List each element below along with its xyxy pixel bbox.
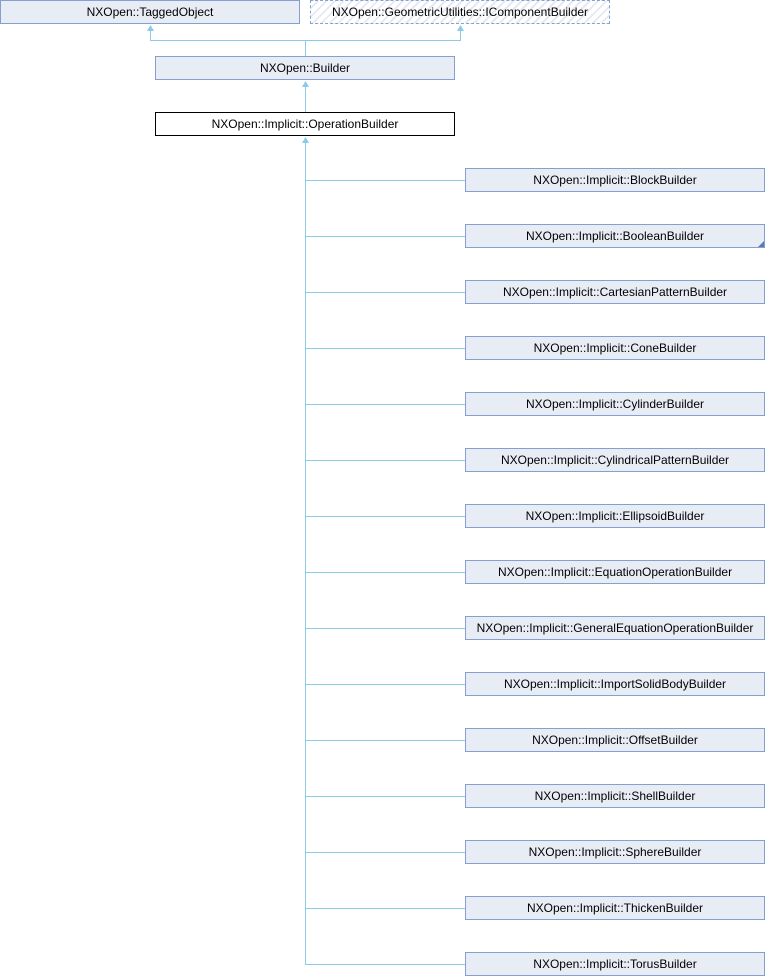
class-node-child[interactable]: NXOpen::Implicit::ShellBuilder [465,784,765,808]
class-node-child[interactable]: NXOpen::Implicit::ImportSolidBodyBuilder [465,672,765,696]
class-node-icomponent-builder[interactable]: NXOpen::GeometricUtilities::IComponentBu… [310,0,610,24]
class-node-child[interactable]: NXOpen::Implicit::BooleanBuilder [465,224,765,248]
arrowhead [457,25,464,31]
class-node-tagged-object[interactable]: NXOpen::TaggedObject [0,0,300,24]
class-node-child[interactable]: NXOpen::Implicit::EquationOperationBuild… [465,560,765,584]
class-node-child[interactable]: NXOpen::Implicit::SphereBuilder [465,840,765,864]
arrowhead [302,137,309,143]
class-node-builder[interactable]: NXOpen::Builder [155,56,455,80]
class-node-child[interactable]: NXOpen::Implicit::GeneralEquationOperati… [465,616,765,640]
class-node-child[interactable]: NXOpen::Implicit::CylinderBuilder [465,392,765,416]
arrowhead [147,25,154,31]
class-node-operation-builder-current: NXOpen::Implicit::OperationBuilder [155,112,455,136]
class-node-child[interactable]: NXOpen::Implicit::BlockBuilder [465,168,765,192]
class-node-child[interactable]: NXOpen::Implicit::ThickenBuilder [465,896,765,920]
arrowhead [302,81,309,87]
class-node-child[interactable]: NXOpen::Implicit::OffsetBuilder [465,728,765,752]
class-node-child[interactable]: NXOpen::Implicit::CartesianPatternBuilde… [465,280,765,304]
class-node-child[interactable]: NXOpen::Implicit::ConeBuilder [465,336,765,360]
class-node-child[interactable]: NXOpen::Implicit::TorusBuilder [465,952,765,976]
class-node-child[interactable]: NXOpen::Implicit::CylindricalPatternBuil… [465,448,765,472]
class-node-child[interactable]: NXOpen::Implicit::EllipsoidBuilder [465,504,765,528]
